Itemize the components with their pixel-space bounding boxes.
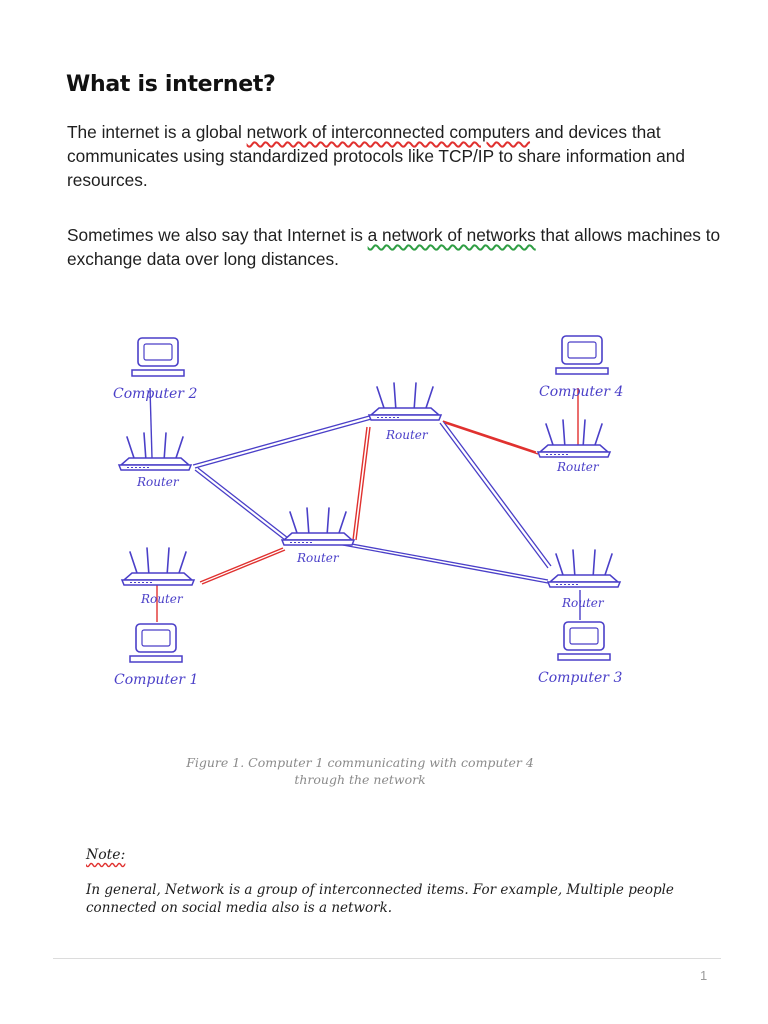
highlight-interconnected-computers: network of interconnected computers <box>246 122 531 142</box>
computer-4-icon <box>555 335 609 375</box>
router-top-left <box>118 432 192 471</box>
network-links <box>192 414 552 584</box>
computer-2-label: Computer 2 <box>113 386 197 402</box>
router-top-center-label: Router <box>385 428 429 442</box>
computer-1-icon <box>129 623 183 663</box>
note-text: In general, Network is a group of interc… <box>86 882 674 916</box>
router-center-label: Router <box>296 551 340 565</box>
computer-3-label: Computer 3 <box>538 670 622 686</box>
router-bottom-left-label: Router <box>140 592 184 606</box>
router-bottom-right <box>547 549 621 588</box>
computer-1-label: Computer 1 <box>114 672 198 688</box>
router-bottom-right-label: Router <box>561 596 605 610</box>
intro-text-end: and devices that communicates using stan… <box>67 122 685 190</box>
computer-2-icon <box>131 337 185 377</box>
intro-paragraph: The internet is a global network of inte… <box>67 120 727 192</box>
network-of-networks-paragraph: Sometimes we also say that Internet is a… <box>67 223 727 271</box>
page-title: What is internet? <box>66 72 276 97</box>
router-top-left-label: Router <box>136 475 180 489</box>
caption-line-1: Figure 1. Computer 1 communicating with … <box>186 755 534 770</box>
computer-router-links <box>149 387 581 620</box>
nn-text-end: that allows machines to exchange data ov… <box>67 225 721 269</box>
nn-text-start: Sometimes we also say that Internet is <box>67 225 368 245</box>
computer-3-icon <box>557 621 611 661</box>
communication-path <box>156 388 579 622</box>
router-top-center <box>368 382 442 421</box>
page-number: 1 <box>700 968 708 983</box>
note-label: Note: <box>86 847 126 863</box>
router-top-right-label: Router <box>556 460 600 474</box>
router-top-right <box>537 419 611 458</box>
figure-caption: Figure 1. Computer 1 communicating with … <box>150 754 570 788</box>
intro-text-start: The internet is a global <box>67 122 247 142</box>
footer-divider <box>53 958 721 959</box>
network-diagram: Computer 2 Computer 4 Computer 1 Compute… <box>113 335 623 688</box>
router-center <box>281 507 355 546</box>
highlight-network-of-networks: a network of networks <box>367 225 536 245</box>
caption-line-2: through the network <box>294 772 426 787</box>
computer-4-label: Computer 4 <box>539 384 623 400</box>
router-bottom-left <box>121 547 195 586</box>
